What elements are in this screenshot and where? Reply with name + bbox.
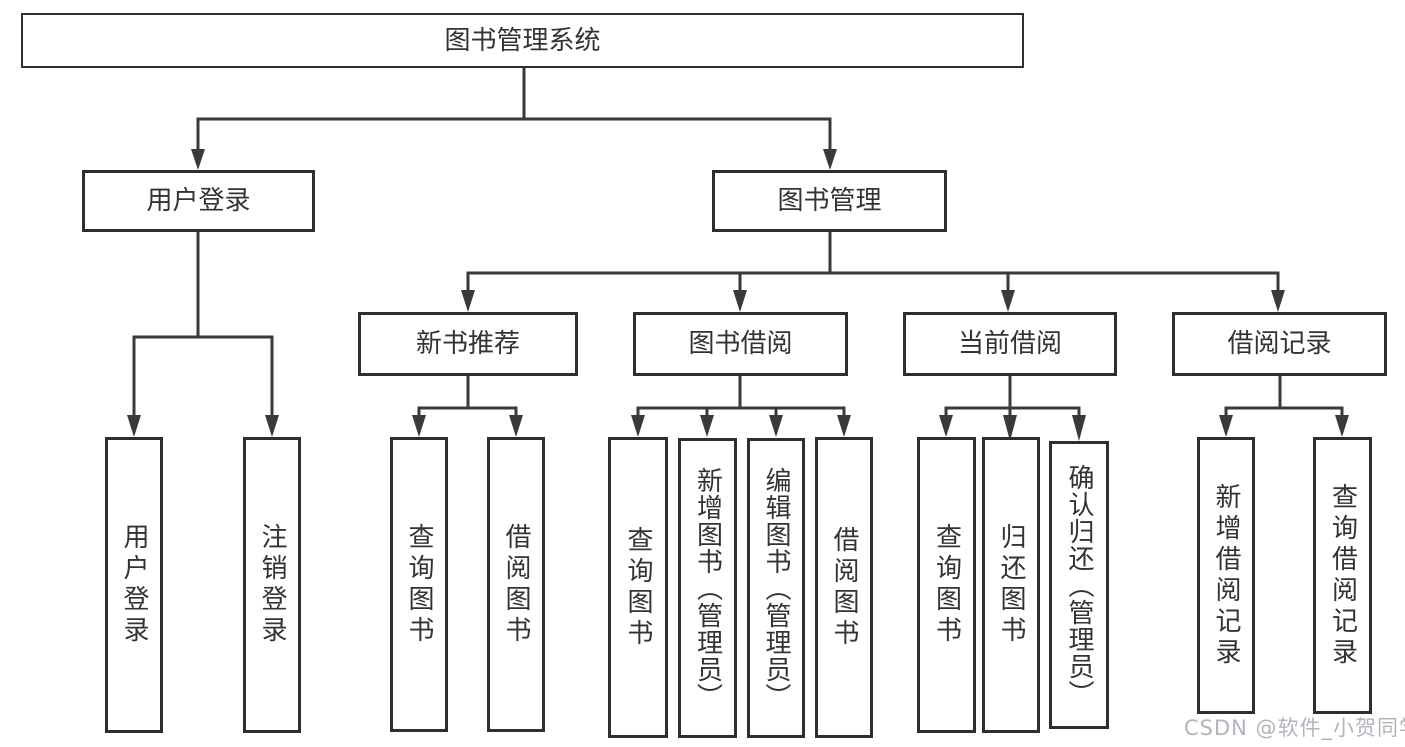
- leaf-logout-label: 注销登录: [257, 523, 287, 647]
- node-user-login: 用户登录: [82, 170, 315, 232]
- leaf-add-borrow-record: 新增借阅记录: [1197, 437, 1255, 714]
- leaf-borrowing-query-books-label: 查询图书: [623, 525, 653, 650]
- leaf-borrowing-query-books: 查询图书: [608, 437, 668, 738]
- leaf-user-login-label: 用户登录: [119, 523, 149, 647]
- node-root-label: 图书管理系统: [444, 25, 601, 56]
- leaf-add-borrow-record-label: 新增借阅记录: [1211, 482, 1241, 669]
- node-book-management: 图书管理: [712, 170, 947, 232]
- leaf-user-login: 用户登录: [105, 437, 163, 733]
- leaf-recommend-query-books: 查询图书: [390, 437, 448, 732]
- node-user-login-label: 用户登录: [146, 186, 251, 216]
- leaf-add-books-admin: 新增图书（管理员）: [678, 438, 737, 738]
- leaf-logout: 注销登录: [243, 437, 301, 733]
- node-book-borrowing: 图书借阅: [633, 312, 848, 376]
- leaf-confirm-return-admin: 确认归还（管理员）: [1049, 441, 1109, 729]
- node-current-borrowing-label: 当前借阅: [957, 329, 1062, 359]
- node-book-borrowing-label: 图书借阅: [688, 329, 793, 359]
- leaf-return-books: 归还图书: [982, 437, 1040, 733]
- node-borrowing-records-label: 借阅记录: [1227, 329, 1332, 359]
- node-current-borrowing: 当前借阅: [903, 312, 1117, 376]
- leaf-borrowing-borrow-books: 借阅图书: [815, 437, 873, 738]
- leaf-query-borrow-record: 查询借阅记录: [1313, 437, 1372, 714]
- leaf-edit-books-admin-label: 编辑图书（管理员）: [761, 466, 791, 710]
- leaf-add-books-admin-label: 新增图书（管理员）: [692, 466, 723, 710]
- leaf-query-borrow-record-label: 查询借阅记录: [1327, 482, 1358, 669]
- leaf-recommend-query-books-label: 查询图书: [404, 522, 434, 647]
- leaf-borrowing-borrow-books-label: 借阅图书: [829, 525, 859, 650]
- node-book-management-label: 图书管理: [777, 186, 882, 216]
- csdn-watermark: CSDN @软件_小贺同学: [1184, 716, 1405, 740]
- leaf-current-query-books-label: 查询图书: [931, 523, 962, 647]
- node-root: 图书管理系统: [21, 13, 1024, 68]
- leaf-edit-books-admin: 编辑图书（管理员）: [747, 438, 805, 738]
- leaf-current-query-books: 查询图书: [917, 437, 976, 733]
- leaf-recommend-borrow-books-label: 借阅图书: [501, 522, 531, 647]
- node-new-book-recommendation: 新书推荐: [358, 312, 578, 376]
- leaf-confirm-return-admin-label: 确认归还（管理员）: [1064, 463, 1094, 707]
- node-new-book-recommendation-label: 新书推荐: [415, 329, 520, 359]
- leaf-return-books-label: 归还图书: [996, 523, 1026, 647]
- leaf-recommend-borrow-books: 借阅图书: [487, 437, 545, 732]
- node-borrowing-records: 借阅记录: [1172, 312, 1387, 376]
